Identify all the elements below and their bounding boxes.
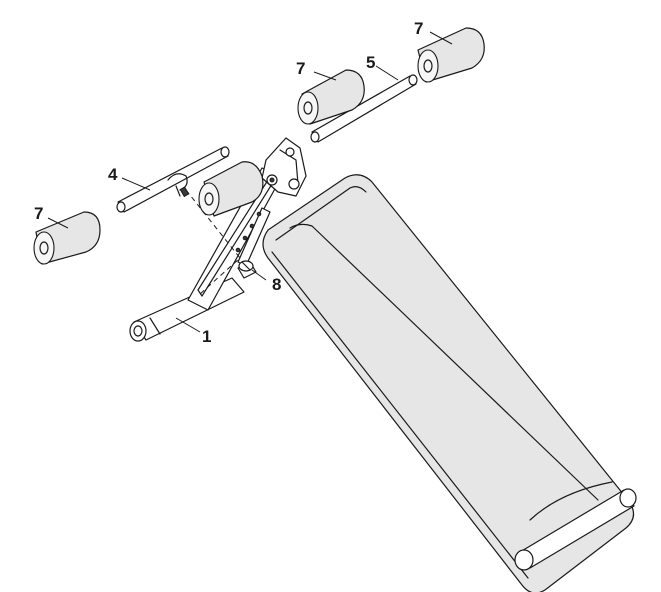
callout-5: 5 (366, 53, 375, 72)
leader-7-center (313, 71, 337, 81)
post-bracket (261, 137, 307, 197)
roller-pad-right (417, 27, 485, 83)
callout-1: 1 (202, 327, 211, 346)
leader-8 (251, 269, 267, 281)
rod-part-5 (310, 74, 418, 143)
backrest-pad (262, 174, 635, 592)
leader-5 (375, 65, 399, 81)
roller-pad-left (33, 211, 101, 265)
rear-foot-tube (514, 488, 637, 571)
rod-part-4 (116, 146, 230, 213)
leader-7-left (47, 217, 69, 229)
base-tube-part-1 (129, 277, 245, 342)
pop-pin-knob-part-8 (237, 260, 257, 279)
callout-7-center: 7 (296, 59, 305, 78)
adjustment-post (187, 167, 283, 311)
roller-pad-center (297, 69, 365, 125)
callout-7-right: 7 (414, 19, 423, 38)
leader-4 (121, 177, 151, 191)
callout-7-left: 7 (34, 204, 43, 223)
callout-4: 4 (108, 165, 118, 184)
assembly-guide-line (185, 189, 241, 295)
roller-pad-on-post (198, 161, 264, 217)
leader-lines (47, 31, 453, 333)
leader-1 (175, 317, 201, 333)
callout-8: 8 (272, 275, 281, 294)
leader-7-right (429, 31, 453, 45)
